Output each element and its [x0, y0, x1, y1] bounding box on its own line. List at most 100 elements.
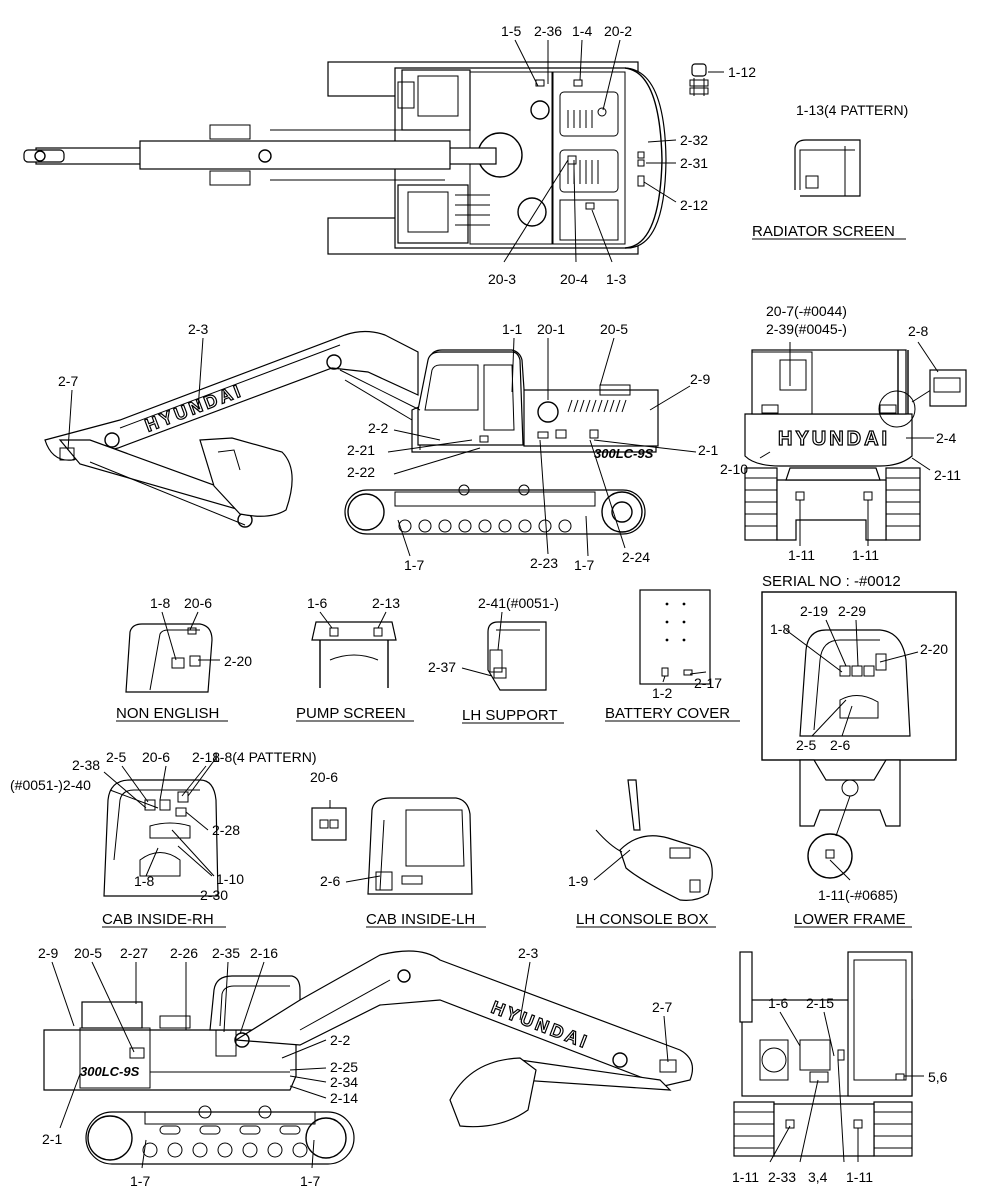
callout-bs-2-1: 2-1 — [42, 1131, 62, 1147]
callout-side-1-7b: 1-7 — [574, 557, 594, 573]
callout-side-2-7: 2-7 — [58, 373, 78, 389]
callout-top-2-32: 2-32 — [680, 132, 708, 148]
callout-bs-2-16: 2-16 — [250, 945, 278, 961]
callout-bs-2-35: 2-35 — [212, 945, 240, 961]
callout-rear-2-4: 2-4 — [936, 430, 956, 446]
caption-lh-support: LH SUPPORT — [462, 707, 558, 724]
callout-side-2-24: 2-24 — [622, 549, 650, 565]
callout-rear-2-10: 2-10 — [720, 461, 748, 477]
callout-bs-1-7b: 1-7 — [300, 1173, 320, 1189]
callout-ser-2-6: 2-6 — [830, 737, 850, 753]
callout-side-2-1: 2-1 — [698, 442, 718, 458]
top-view-drawing — [23, 61, 667, 255]
callout-bs-2-3: 2-3 — [518, 945, 538, 961]
callout-rear-1-11b: 1-11 — [852, 547, 879, 563]
callout-bs-20-5: 20-5 — [74, 945, 102, 961]
caption-serial-no: SERIAL NO : -#0012 — [762, 573, 901, 590]
callout-rad-1-13: 1-13(4 PATTERN) — [796, 102, 908, 118]
callout-rear-2-39: 2-39(#0045-) — [766, 321, 847, 337]
bottom-side-view-drawing: 300LC-9S HYUNDAI — [43, 950, 693, 1165]
callout-side-2-9: 2-9 — [690, 371, 710, 387]
rear-view-drawing: HYUNDAI — [744, 349, 967, 541]
callout-side-20-5: 20-5 — [600, 321, 628, 337]
callout-bs-2-34: 2-34 — [330, 1074, 358, 1090]
pump-screen-drawing — [311, 621, 397, 688]
part-1-12-icon — [689, 63, 709, 96]
callout-bs-2-26: 2-26 — [170, 945, 198, 961]
callout-fr-1-6: 1-6 — [768, 995, 788, 1011]
callout-rh-1-10: 1-10 — [216, 871, 244, 887]
callout-side-1-7a: 1-7 — [404, 557, 424, 573]
cab-inside-rh-drawing — [103, 779, 219, 897]
callout-rh-2-30: 2-30 — [200, 887, 228, 903]
callout-bs-2-9: 2-9 — [38, 945, 58, 961]
battery-cover-drawing — [639, 589, 711, 685]
callout-rear-1-11a: 1-11 — [788, 547, 815, 563]
callout-con-1-9: 1-9 — [568, 873, 588, 889]
callout-side-2-21: 2-21 — [347, 442, 375, 458]
callout-rh-2-38: 2-38 — [72, 757, 100, 773]
callout-bat-2-17: 2-17 — [694, 675, 722, 691]
callout-fr-1-11b: 1-11 — [846, 1169, 873, 1185]
callout-rear-20-7: 20-7(-#0044) — [766, 303, 847, 319]
callout-side-2-3: 2-3 — [188, 321, 208, 337]
callout-rh-2-18: 2-18 — [192, 749, 220, 765]
bottom-model-decal: 300LC-9S — [80, 1064, 140, 1079]
callout-ser-2-20: 2-20 — [920, 641, 948, 657]
caption-pump-screen: PUMP SCREEN — [296, 705, 406, 722]
side-model-decal: 300LC-9S — [594, 446, 654, 461]
callout-fr-2-15: 2-15 — [806, 995, 834, 1011]
lh-support-drawing — [487, 621, 547, 691]
callout-fr-5-6: 5,6 — [928, 1069, 948, 1085]
callout-labels: 1-5 2-36 1-4 20-2 1-12 2-32 2-31 2-12 20… — [10, 23, 961, 1189]
callout-rh-2-28: 2-28 — [212, 822, 240, 838]
callout-fr-2-33: 2-33 — [768, 1169, 796, 1185]
callout-top-1-12: 1-12 — [728, 64, 756, 80]
callout-top-1-3: 1-3 — [606, 271, 626, 287]
callout-lhc-20-6: 20-6 — [310, 769, 338, 785]
leader-lines — [51, 39, 939, 1169]
callout-bat-1-2: 1-2 — [652, 685, 672, 701]
callout-ps-2-13: 2-13 — [372, 595, 400, 611]
callout-rh-2-5: 2-5 — [106, 749, 126, 765]
callout-ser-2-29: 2-29 — [838, 603, 866, 619]
callout-lf-1-11: 1-11(-#0685) — [818, 887, 898, 903]
callout-side-1-1: 1-1 — [502, 321, 522, 337]
callout-top-2-12: 2-12 — [680, 197, 708, 213]
rear-brand-decal: HYUNDAI — [778, 428, 890, 450]
callout-top-20-3: 20-3 — [488, 271, 516, 287]
callout-top-1-5: 1-5 — [501, 23, 521, 39]
caption-radiator-screen: RADIATOR SCREEN — [752, 223, 895, 240]
callout-top-1-4: 1-4 — [572, 23, 592, 39]
callout-bs-2-27: 2-27 — [120, 945, 148, 961]
callout-ser-1-8: 1-8 — [770, 621, 790, 637]
callout-lh-2-41: 2-41(#0051-) — [478, 595, 559, 611]
callout-side-2-2: 2-2 — [368, 420, 388, 436]
caption-lower-frame: LOWER FRAME — [794, 911, 906, 928]
caption-cab-inside-lh: CAB INSIDE-LH — [366, 911, 475, 928]
callout-ps-1-6: 1-6 — [307, 595, 327, 611]
front-view-drawing — [733, 951, 913, 1157]
caption-lh-console-box: LH CONSOLE BOX — [576, 911, 709, 928]
callout-bs-2-25: 2-25 — [330, 1059, 358, 1075]
callout-rear-2-8: 2-8 — [908, 323, 928, 339]
caption-battery-cover: BATTERY COVER — [605, 705, 730, 722]
callout-bs-2-7: 2-7 — [652, 999, 672, 1015]
non-english-drawing — [125, 623, 213, 693]
lower-frame-drawing — [799, 759, 901, 879]
callout-side-20-1: 20-1 — [537, 321, 565, 337]
side-view-drawing: 300LC-9S HYUNDAI — [44, 330, 659, 535]
caption-cab-inside-rh: CAB INSIDE-RH — [102, 911, 214, 928]
callout-rear-2-11: 2-11 — [934, 467, 961, 483]
callout-top-20-4: 20-4 — [560, 271, 588, 287]
cab-inside-lh-drawing — [311, 797, 473, 895]
callout-bs-1-7a: 1-7 — [130, 1173, 150, 1189]
callout-bs-2-14: 2-14 — [330, 1090, 358, 1106]
callout-rh-1-8: 1-8 — [134, 873, 154, 889]
caption-non-english: NON ENGLISH — [116, 705, 219, 722]
callout-top-2-36: 2-36 — [534, 23, 562, 39]
callout-fr-1-11a: 1-11 — [732, 1169, 759, 1185]
callout-fr-3-4: 3,4 — [808, 1169, 828, 1185]
callout-top-20-2: 20-2 — [604, 23, 632, 39]
callout-ser-2-19: 2-19 — [800, 603, 828, 619]
